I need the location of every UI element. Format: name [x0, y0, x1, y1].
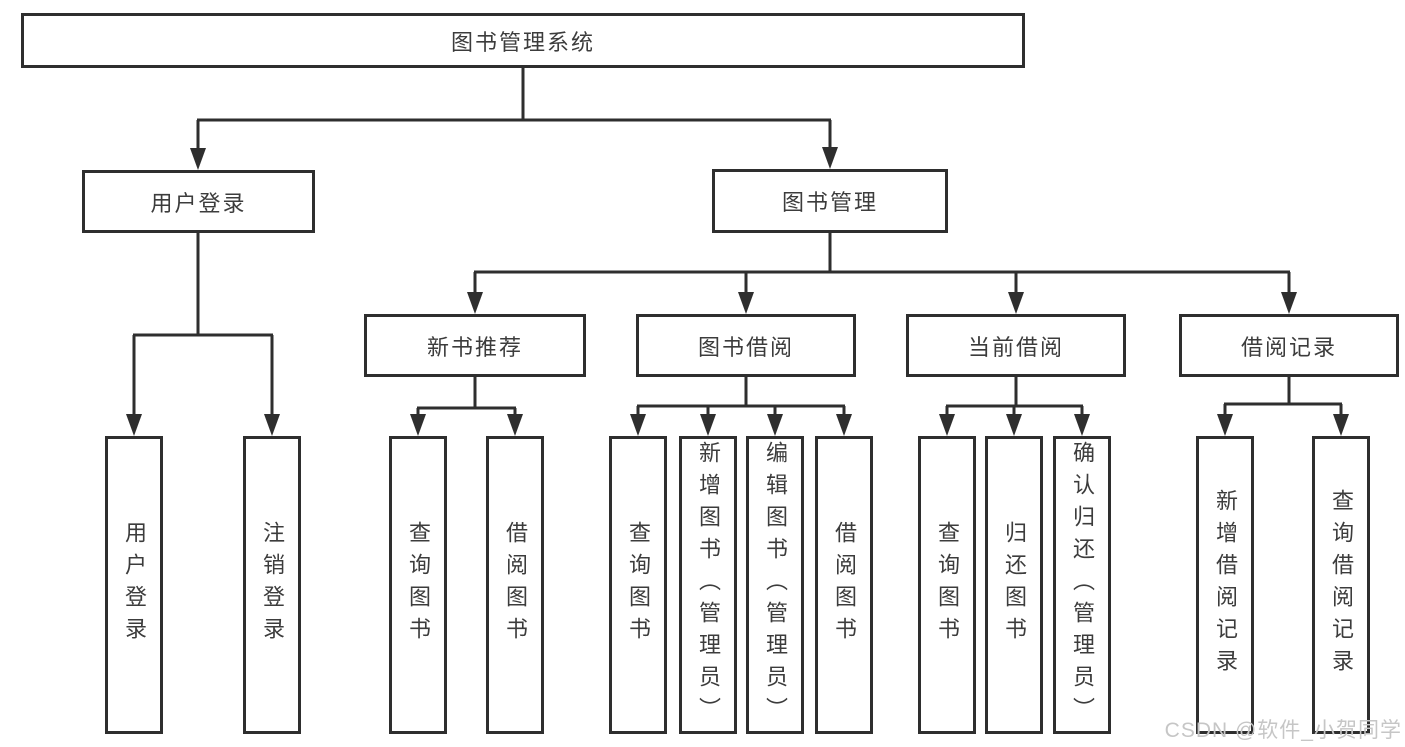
- node-current-borrowing: 当前借阅: [906, 314, 1126, 377]
- leaf-query-books: 查询图书: [389, 436, 447, 734]
- leaf-borrow-books: 借阅图书: [815, 436, 873, 734]
- arrowhead-icon: [738, 292, 754, 314]
- arrowhead-icon: [700, 414, 716, 436]
- arrowhead-icon: [1333, 414, 1349, 436]
- node-label: 归还图书: [1002, 521, 1027, 649]
- node-library-management-system: 图书管理系统: [21, 13, 1025, 68]
- node-label: 当前借阅: [967, 334, 1064, 360]
- node-label: 借阅图书: [503, 521, 528, 649]
- node-book-management: 图书管理: [712, 169, 948, 233]
- node-label: 用户登录: [122, 521, 147, 649]
- leaf-confirm-return-admin: 确认归还（管理员）: [1053, 436, 1111, 734]
- node-label: 确认归还（管理员）: [1070, 441, 1095, 729]
- connector-login-to-leaves: [132, 233, 274, 418]
- arrowhead-icon: [1074, 414, 1090, 436]
- connector-current-to-leaves: [945, 377, 1084, 418]
- node-new-book-recommendation: 新书推荐: [364, 314, 586, 377]
- node-label: 注销登录: [260, 521, 285, 649]
- node-label: 用户登录: [150, 190, 247, 216]
- leaf-query-books: 查询图书: [918, 436, 976, 734]
- node-label: 编辑图书（管理员）: [763, 441, 788, 729]
- connector-borrow-to-leaves: [636, 377, 846, 418]
- connector-rec-to-leaves: [416, 377, 517, 418]
- leaf-borrow-books: 借阅图书: [486, 436, 544, 734]
- arrowhead-icon: [264, 414, 280, 436]
- node-label: 查询图书: [935, 521, 960, 649]
- node-label: 新增借阅记录: [1213, 489, 1238, 681]
- arrowhead-icon: [190, 148, 206, 170]
- leaf-add-books-admin: 新增图书（管理员）: [679, 436, 737, 734]
- arrowhead-icon: [467, 292, 483, 314]
- node-user-login: 用户登录: [82, 170, 315, 233]
- arrowhead-icon: [1217, 414, 1233, 436]
- arrowhead-icon: [939, 414, 955, 436]
- node-label: 查询借阅记录: [1329, 489, 1354, 681]
- arrowhead-icon: [1008, 292, 1024, 314]
- leaf-user-login: 用户登录: [105, 436, 163, 734]
- arrowhead-icon: [1006, 414, 1022, 436]
- node-label: 查询图书: [626, 521, 651, 649]
- arrowhead-icon: [630, 414, 646, 436]
- node-borrowing-records: 借阅记录: [1179, 314, 1399, 377]
- arrowhead-icon: [126, 414, 142, 436]
- leaf-add-borrow-record: 新增借阅记录: [1196, 436, 1254, 734]
- leaf-query-books: 查询图书: [609, 436, 667, 734]
- connector-history-to-leaves: [1223, 377, 1343, 418]
- node-label: 查询图书: [406, 521, 431, 649]
- arrowheads: [126, 147, 1349, 436]
- csdn-watermark: CSDN @软件_小贺同学: [1164, 719, 1402, 742]
- arrowhead-icon: [836, 414, 852, 436]
- arrowhead-icon: [822, 147, 838, 169]
- arrowhead-icon: [1281, 292, 1297, 314]
- node-label: 借阅记录: [1240, 334, 1337, 360]
- arrowhead-icon: [767, 414, 783, 436]
- node-label: 新书推荐: [426, 334, 523, 360]
- node-label: 图书管理: [781, 190, 878, 215]
- leaf-edit-books-admin: 编辑图书（管理员）: [746, 436, 804, 734]
- leaf-query-borrow-record: 查询借阅记录: [1312, 436, 1370, 734]
- arrowhead-icon: [410, 414, 426, 436]
- connector-root-to-level2: [196, 68, 832, 154]
- arrowhead-icon: [507, 414, 523, 436]
- leaf-logout: 注销登录: [243, 436, 301, 734]
- node-label: 借阅图书: [832, 521, 857, 649]
- leaf-return-books: 归还图书: [985, 436, 1043, 734]
- node-label: 图书借阅: [697, 334, 794, 360]
- node-book-borrowing: 图书借阅: [636, 314, 856, 377]
- connector-mgmt-to-level3: [473, 233, 1291, 296]
- node-label: 图书管理系统: [450, 29, 595, 55]
- node-label: 新增图书（管理员）: [696, 441, 721, 729]
